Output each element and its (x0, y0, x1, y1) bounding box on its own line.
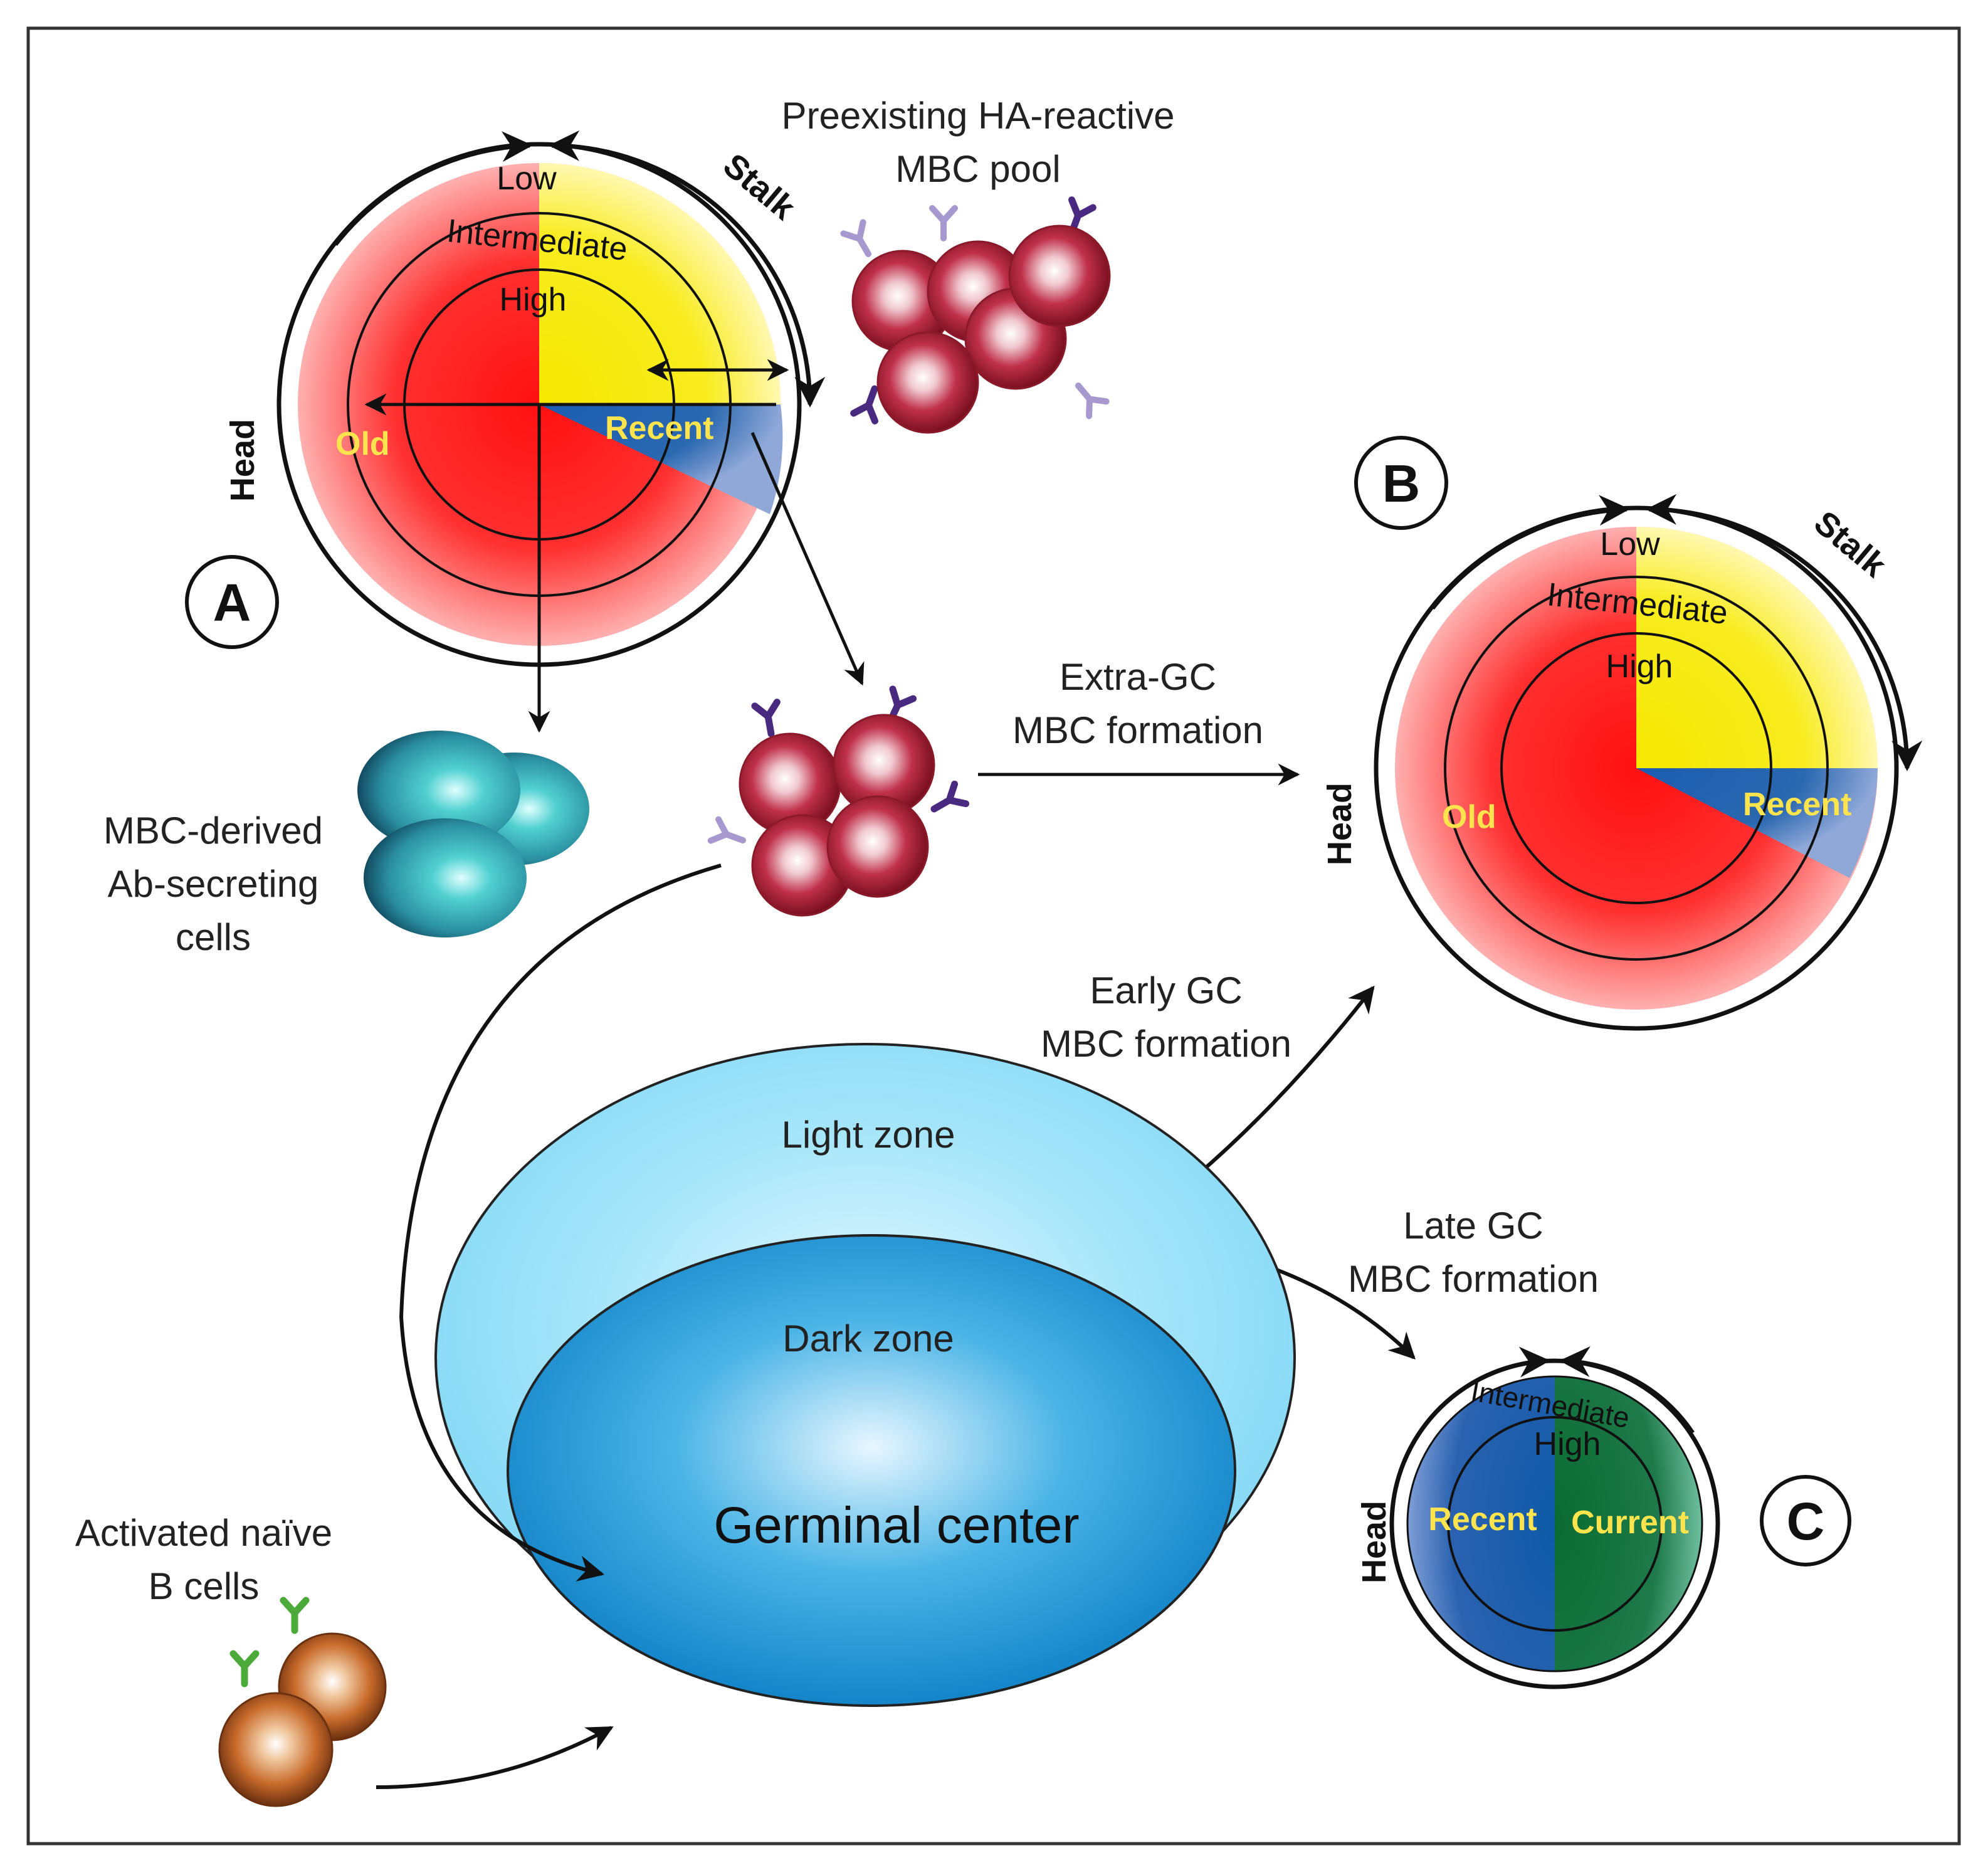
naive-label-line1: Activated naïve (75, 1512, 332, 1554)
panel-a-recent-label: Recent (605, 410, 713, 446)
panel-c: Head Intermediate High Recent Current C (1355, 1346, 1851, 1689)
naive-label-line2: B cells (149, 1565, 260, 1607)
late-gc-label-line1: Late GC (1403, 1205, 1543, 1247)
asc-label-line1: MBC-derived (103, 810, 323, 852)
early-gc-label-line1: Early GC (1090, 969, 1242, 1011)
late-gc-label-line2: MBC formation (1348, 1258, 1599, 1300)
panel-a-high-label: High (500, 282, 567, 318)
panel-b-head-label: Head (1321, 783, 1359, 865)
panel-c-recent-label: Recent (1428, 1501, 1537, 1538)
dark-zone-label: Dark zone (782, 1318, 954, 1360)
germinal-center-title: Germinal center (713, 1497, 1079, 1554)
panel-c-high-label: High (1534, 1426, 1601, 1462)
mbc-derived-asc: MBC-derived Ab-secreting cells (103, 731, 589, 958)
panel-b: Stalk Head Low Intermediate High Old Rec… (1321, 436, 1923, 1031)
panel-c-current-label: Current (1571, 1504, 1689, 1541)
pool-label-line2: MBC pool (895, 148, 1060, 190)
light-zone-label: Light zone (782, 1114, 955, 1156)
reentry-arrow (399, 864, 722, 1582)
panel-b-high-label: High (1606, 648, 1673, 685)
panel-a-low-label: Low (497, 161, 557, 197)
asc-label-line2: Ab-secreting (108, 863, 319, 905)
extra-gc-label-line2: MBC formation (1012, 709, 1263, 751)
pool-label-line1: Preexisting HA-reactive (782, 95, 1175, 137)
germinal-center: Light zone Dark zone Germinal center (434, 1043, 1296, 1707)
panel-a-letter: A (213, 573, 251, 632)
asc-label-line3: cells (176, 916, 251, 958)
panel-c-letter: C (1787, 1492, 1825, 1551)
panel-b-low-label: Low (1600, 526, 1660, 562)
panel-a: Stalk Head Low Intermediate High Old Rec… (185, 130, 865, 733)
preexisting-mbc-pool: Preexisting HA-reactive MBC pool (782, 95, 1175, 434)
panel-a-old-label: Old (335, 426, 390, 462)
panel-b-letter: B (1382, 454, 1421, 513)
early-gc-label-line2: MBC formation (1041, 1023, 1291, 1065)
panel-b-recent-label: Recent (1743, 786, 1851, 823)
dark-zone (507, 1234, 1236, 1707)
extra-gc-label-line1: Extra-GC (1060, 656, 1216, 698)
panel-c-head-label: Head (1355, 1501, 1393, 1583)
panel-b-old-label: Old (1442, 799, 1496, 835)
activated-naive-b-cells: Activated naïve B cells (75, 1512, 614, 1807)
panel-a-head-label: Head (224, 419, 261, 502)
